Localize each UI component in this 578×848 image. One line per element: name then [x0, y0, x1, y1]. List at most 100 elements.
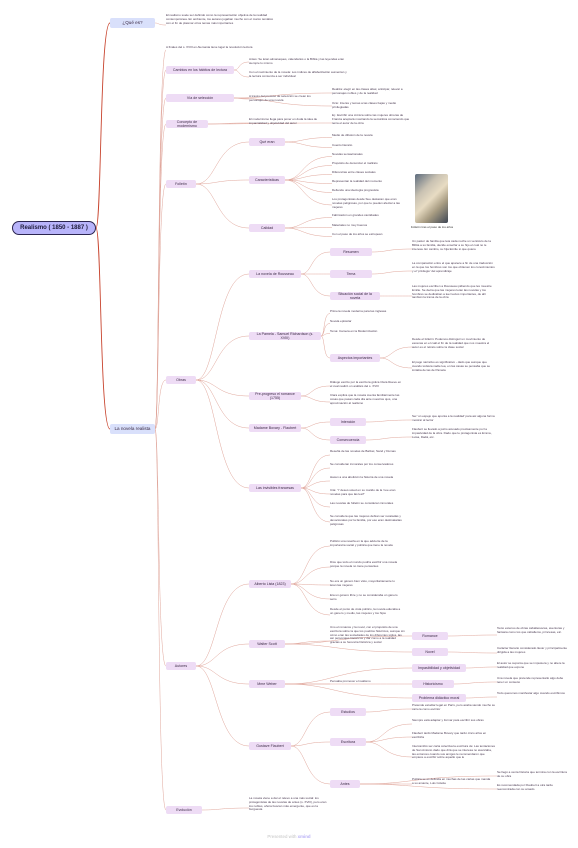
node-car[interactable]: Características [249, 176, 285, 184]
node-gf-esc3[interactable]: Intercambió ser carta colectiva la escri… [412, 745, 496, 760]
node-inv4[interactable]: Cita: 'Y deseó usted en su marido de la … [330, 489, 396, 496]
node-qes2[interactable]: Cuento literario [332, 144, 353, 147]
node-mar-imp[interactable]: Impasibilidad y objetividad [412, 664, 466, 672]
node-inv1[interactable]: Reseña de las novelas de Balzac, Sand y … [330, 450, 396, 453]
node-nr-tem1[interactable]: La comparación entre el que aparece a fi… [412, 262, 495, 273]
node-pam3[interactable]: Tema: Camera en la Modernización [330, 330, 378, 333]
node-gf-esc1[interactable]: Siempre está adaptar y formar para escri… [412, 719, 484, 722]
node-pro2[interactable]: Clara explica que la novela cuenta famil… [330, 394, 400, 405]
node-gf-ant[interactable]: Antes [330, 780, 360, 788]
node-gf-est[interactable]: Estudios [330, 708, 366, 716]
node-car2[interactable]: Propósito de denunciar el maltrato [332, 162, 378, 165]
node-con1[interactable]: El modernismo llega para poner en duda l… [249, 118, 318, 125]
node-cam[interactable]: Cambios en los hábitos de lectura [166, 66, 234, 74]
node-nr-sit1[interactable]: Las mujeres escriben a Rousseau pidiendo… [412, 285, 492, 300]
node-pam1[interactable]: Primera novela moderna para las inglesas [330, 310, 387, 313]
node-pam2[interactable]: Novela epistolar [330, 320, 352, 323]
node-gf-ant1[interactable]: Se llegó a venta historia que termina co… [497, 771, 567, 778]
node-pam-asp1[interactable]: Desde el folletín: Podemos distinguir un… [412, 338, 490, 349]
node-cal[interactable]: Calidad [249, 224, 285, 232]
node-gf-ant3[interactable]: Politica se es definida en muchas de las… [412, 778, 491, 785]
node-mar-his1[interactable]: Una novela que pretende representarlo al… [497, 677, 564, 684]
node-sel3[interactable]: Ocio: Interés y temas a las clases bajas… [332, 102, 397, 109]
node-nr-tem[interactable]: Tema [330, 270, 372, 278]
connector-qes1 [284, 137, 333, 143]
node-q1d[interactable]: El realismo suele ser definido como la r… [166, 14, 274, 25]
node-evo1[interactable]: La novela viene a dar el relevo a una má… [249, 797, 327, 812]
node-ctx[interactable]: A finales del s. XVIII en Alemania tiene… [166, 46, 253, 49]
node-aut[interactable]: Autores [166, 662, 196, 670]
node-gf-ant2[interactable]: Es recomendada por Flaubert a otra tarde… [497, 784, 553, 791]
node-sel2[interactable]: Realiza: elegir en las clases altas; ant… [332, 88, 403, 95]
node-gf-est1[interactable]: Pretende estudiar legal en París, pero a… [412, 704, 496, 711]
node-mar-pro[interactable]: Problema didáctico moral [412, 694, 466, 702]
node-ws-rom[interactable]: Romance [412, 632, 448, 640]
node-mb-int[interactable]: Intención [330, 418, 366, 426]
node-nr-res[interactable]: Resumen [330, 248, 372, 256]
node-pam[interactable]: La Pamela - Samuel Richardson (s. XVIII) [249, 332, 321, 340]
node-mar-pro1[interactable]: Todo queremos manifestar algo cuando esc… [497, 692, 565, 695]
connector-cam1 [233, 61, 250, 71]
node-nr[interactable]: La novela de Rousseau [249, 270, 301, 278]
node-pam-asp[interactable]: Aspectos importantes [330, 354, 380, 362]
node-inv5[interactable]: Las novelas de folletín se consideran in… [330, 502, 394, 505]
node-mb-int1[interactable]: Ser 'un espejo que apunta a la realidad'… [412, 415, 495, 422]
node-inv2[interactable]: Se consideran inmorales por los conserva… [330, 463, 394, 466]
node-sel1[interactable]: A través del proceso de selección se cre… [249, 95, 311, 102]
node-alas5[interactable]: Desde el punto de vista político, la nov… [330, 608, 401, 615]
node-gf[interactable]: Gustave Flaubert [249, 742, 291, 750]
node-car6[interactable]: Los protagonistas desde Sue destacan que… [332, 198, 400, 209]
node-mb-con1[interactable]: Flaubert se llevado a juicio acusado pre… [412, 428, 492, 439]
node-con[interactable]: Concepto de modernismo [166, 120, 208, 128]
node-car1[interactable]: Novelas sensacionales [332, 153, 363, 156]
node-qes1[interactable]: Medio de difusión de la novela [332, 134, 373, 137]
node-q1[interactable]: ¿Qué es? [110, 18, 155, 28]
node-mar-imp1[interactable]: El autor se suponía que se impusiera y n… [497, 662, 565, 669]
node-qes[interactable]: Qué eran [249, 138, 285, 146]
connector-q1d [154, 22, 167, 26]
node-evo[interactable]: Evolución [166, 806, 202, 814]
node-alas4[interactable]: Era un género libre y no se consideraba … [330, 594, 398, 601]
node-cal2[interactable]: Materiales no muy buenos [332, 224, 368, 227]
node-ws-rom1[interactable]: Texto extenso de obras caballerescas, av… [497, 627, 565, 634]
node-gf-esc2[interactable]: Flaubert tardó Madame Bovary que tardó c… [412, 732, 487, 739]
node-car4[interactable]: Representan la realidad del momento [332, 180, 383, 183]
node-pro[interactable]: Pre-progreso el romance (1755) [249, 392, 301, 400]
node-alas[interactable]: Alberto Lista (1823) [249, 580, 291, 588]
connector-ws1 [284, 640, 331, 645]
node-car5[interactable]: Defiende una ideología progresista [332, 189, 379, 192]
node-con2[interactable]: Ej.: Escribir una crónica sobre las muje… [332, 114, 410, 125]
node-pro1[interactable]: Diálogo escrito por la escritora gótica … [330, 381, 402, 388]
connector-inv2 [300, 467, 331, 489]
root-topic[interactable]: Realismo ( 1850 - 1887 ) [12, 221, 96, 235]
node-ws-nov[interactable]: Novel [412, 648, 448, 656]
node-mar1[interactable]: Pensaba promover el realismo [330, 680, 371, 683]
node-car3[interactable]: Diferencias entre clases sociales [332, 171, 376, 174]
node-nr-sit[interactable]: Situación social de la novela [330, 292, 380, 300]
node-cal3[interactable]: Con el paso de los años se estropean [332, 233, 383, 236]
node-alas2[interactable]: Dice que todo el mundo podría escribir u… [330, 561, 398, 568]
node-cam2[interactable]: Con el nacimiento de la novela: Los índi… [249, 71, 347, 78]
node-inv[interactable]: Las invisibles francesas [249, 484, 301, 492]
node-alas1[interactable]: Publicó una reseña en la que advierte de… [330, 540, 393, 547]
node-pam-asp2[interactable]: El pago narrativo es significativo - dad… [412, 361, 491, 372]
node-cal1[interactable]: Fabricación en grandes cantidades [332, 214, 379, 217]
node-alas3[interactable]: No era un género bien visto, mayoritaria… [330, 580, 395, 587]
node-obr[interactable]: Obras [166, 376, 196, 384]
node-ws[interactable]: Walter Scott [249, 640, 285, 648]
node-cam1[interactable]: Antes: Se leían almanaques, calendarios … [249, 58, 345, 65]
node-inv6[interactable]: Se considera que las mujeres debían ser … [330, 515, 402, 526]
node-ws-nov1[interactable]: Carácter literario considerado llevar y … [497, 647, 568, 654]
node-mar-his[interactable]: Historicismo [412, 680, 454, 688]
connector-evo [154, 428, 167, 811]
node-nr-res1[interactable]: Un pastor de familia que leía cada noche… [412, 240, 491, 251]
node-inv3[interactable]: Hacen a una abolición la historia de una… [330, 476, 394, 479]
node-mar[interactable]: Mme Weber [249, 680, 285, 688]
node-sel[interactable]: Vía de selección [166, 94, 234, 102]
node-rn[interactable]: La novela realista [110, 424, 155, 434]
node-fol[interactable]: Folletín [166, 180, 196, 188]
node-gf-esc[interactable]: Escritura [330, 738, 366, 746]
node-ws1[interactable]: Uno el romance y la novel, con el propós… [330, 626, 405, 645]
node-mb[interactable]: Madame Bovary - Flaubert [249, 424, 301, 432]
node-mb-con[interactable]: Consecuencia [330, 436, 366, 444]
